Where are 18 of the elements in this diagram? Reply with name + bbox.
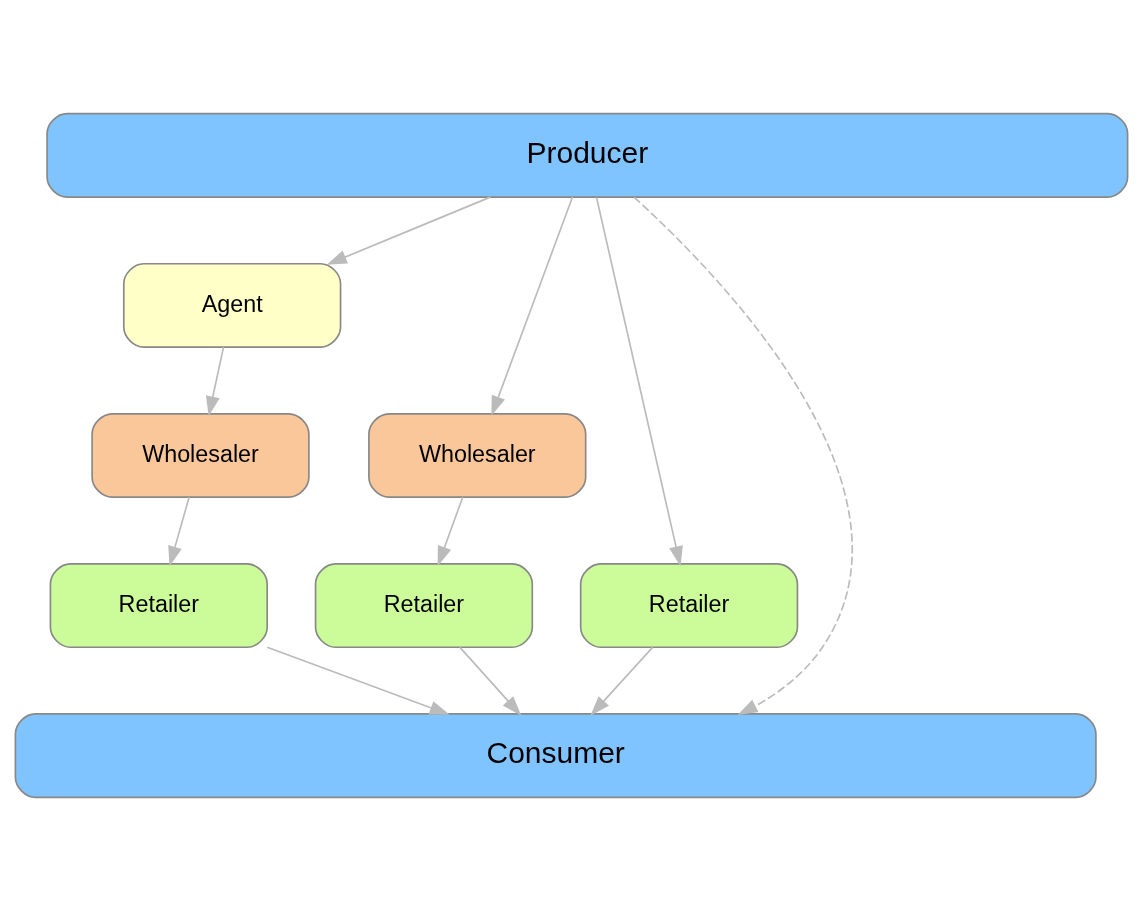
arrow <box>326 195 492 265</box>
node-box: Retailer <box>579 562 799 648</box>
arrow <box>459 646 522 716</box>
node-box: Producer <box>46 112 1129 198</box>
node-box: Consumer <box>14 712 1097 798</box>
arrow <box>633 195 853 715</box>
arrow <box>595 196 683 566</box>
node-box: Wholesaler <box>91 412 310 498</box>
node-box: Retailer <box>49 562 269 648</box>
arrow <box>437 495 464 566</box>
arrow <box>266 646 450 715</box>
node-box: Wholesaler <box>368 412 587 498</box>
node-box: Agent <box>122 262 342 348</box>
arrow <box>168 495 190 566</box>
arrow <box>491 195 574 416</box>
arrow <box>590 646 654 716</box>
arrow <box>205 345 225 416</box>
node-box: Retailer <box>314 562 534 648</box>
